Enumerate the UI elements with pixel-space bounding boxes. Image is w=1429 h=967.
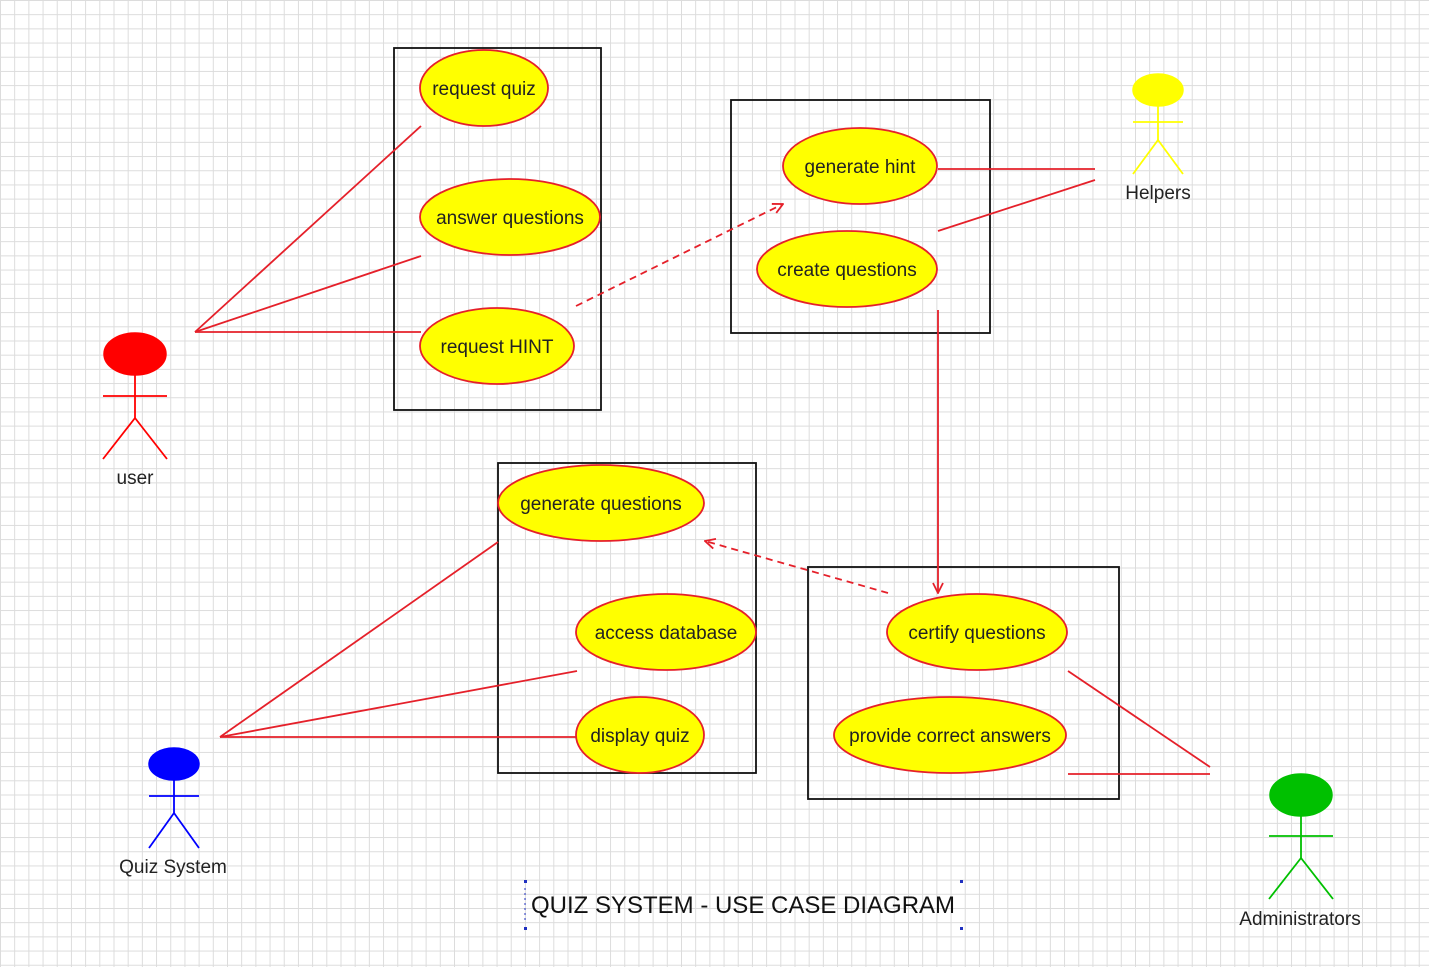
boundary-user-actions bbox=[393, 47, 602, 411]
usecase-generate-hint[interactable]: generate hint bbox=[782, 127, 938, 205]
usecase-generate-questions[interactable]: generate questions bbox=[497, 464, 705, 542]
usecase-request-hint[interactable]: request HINT bbox=[419, 307, 575, 385]
usecase-certify-questions-label: certify questions bbox=[908, 623, 1045, 644]
actor-administrators-head bbox=[1269, 773, 1333, 817]
actor-user-head bbox=[103, 332, 167, 376]
usecase-provide-correct-answers[interactable]: provide correct answers bbox=[833, 696, 1067, 774]
usecase-create-questions-label: create questions bbox=[777, 260, 916, 281]
actor-helpers-head bbox=[1132, 73, 1184, 107]
boundary-admin-actions bbox=[807, 566, 1120, 800]
diagram-title: QUIZ SYSTEM - USE CASE DIAGRAM bbox=[531, 892, 955, 919]
actor-helpers-label: Helpers bbox=[1125, 183, 1190, 204]
usecase-answer-questions-label: answer questions bbox=[436, 208, 584, 229]
assoc-quizsystem-access-database bbox=[219, 670, 578, 738]
actor-quiz-system-label: Quiz System bbox=[119, 857, 227, 878]
actor-user[interactable]: user bbox=[102, 332, 168, 489]
assoc-helpers-create-questions bbox=[937, 179, 1096, 232]
actor-administrators-label: Administrators bbox=[1239, 909, 1360, 930]
usecase-create-questions[interactable]: create questions bbox=[756, 230, 938, 308]
usecase-answer-questions[interactable]: answer questions bbox=[419, 178, 601, 256]
usecase-generate-questions-label: generate questions bbox=[520, 494, 682, 515]
dependency-certify-to-generate-questions bbox=[705, 541, 889, 594]
usecase-request-quiz-label: request quiz bbox=[432, 79, 536, 100]
assoc-admin-certify-questions bbox=[1067, 670, 1211, 768]
actor-quiz-system-head bbox=[148, 747, 200, 781]
actor-quiz-system[interactable]: Quiz System bbox=[119, 747, 227, 878]
usecase-access-database-label: access database bbox=[595, 623, 738, 644]
usecase-generate-hint-label: generate hint bbox=[805, 157, 917, 178]
assoc-user-answer-questions bbox=[194, 255, 422, 333]
usecase-display-quiz[interactable]: display quiz bbox=[575, 696, 705, 774]
assoc-quizsystem-generate-questions bbox=[219, 541, 499, 738]
boundary-helper-actions bbox=[730, 99, 991, 334]
usecase-display-quiz-label: display quiz bbox=[590, 726, 689, 747]
usecase-access-database[interactable]: access database bbox=[575, 593, 757, 671]
usecase-request-hint-label: request HINT bbox=[441, 337, 554, 358]
dependency-request-hint-to-generate-hint bbox=[575, 204, 783, 307]
usecase-provide-correct-answers-label: provide correct answers bbox=[849, 726, 1051, 747]
usecase-request-quiz[interactable]: request quiz bbox=[419, 49, 549, 127]
actor-helpers[interactable]: Helpers bbox=[1125, 73, 1191, 204]
usecase-certify-questions[interactable]: certify questions bbox=[886, 593, 1068, 671]
actor-user-label: user bbox=[117, 468, 155, 489]
actor-administrators[interactable]: Administrators bbox=[1239, 773, 1361, 930]
assoc-user-request-quiz bbox=[194, 125, 422, 333]
diagram-title-box[interactable]: QUIZ SYSTEM - USE CASE DIAGRAM bbox=[524, 880, 963, 930]
